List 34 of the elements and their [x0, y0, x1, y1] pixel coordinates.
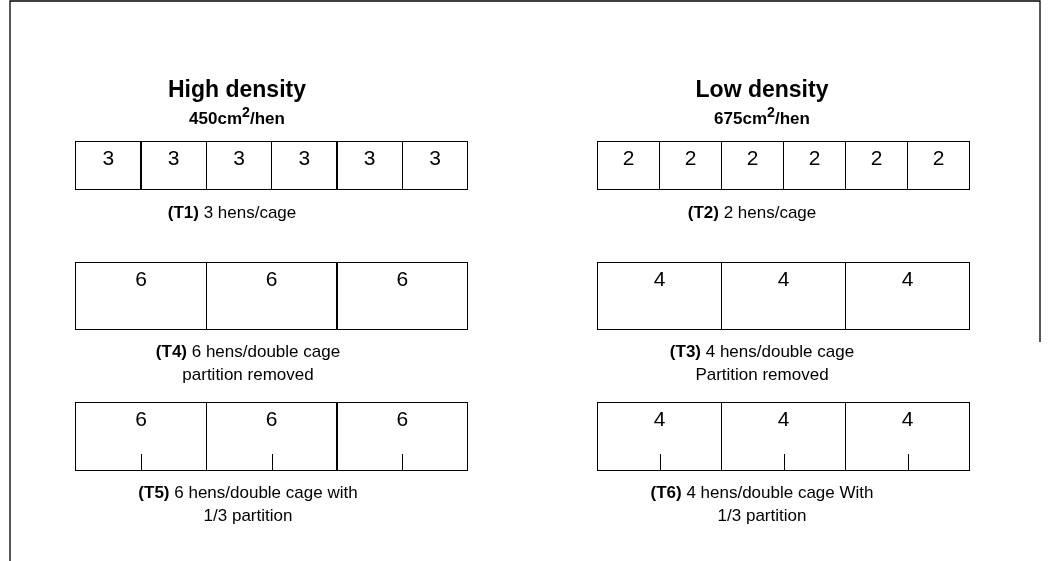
cage-compartment: 3 — [75, 141, 142, 190]
density-value: 450cm$^{2}$/hen — [188, 103, 286, 130]
treatment-caption: (T2) 2 hens/cage — [686, 202, 818, 224]
cage-compartment: 6 — [205, 262, 338, 330]
cage-compartment: 2 — [721, 141, 785, 190]
cage-compartment: 4 — [845, 402, 971, 471]
cage-compartment: 2 — [845, 141, 909, 190]
cage-compartment: 2 — [907, 141, 971, 190]
cage-compartment: 3 — [271, 141, 338, 190]
cage-compartment: 4 — [721, 262, 847, 330]
cage-compartment: 2 — [597, 141, 661, 190]
cage-compartment: 2 — [659, 141, 723, 190]
treatment-caption: (T3) 4 hens/double cage Partition removed — [668, 341, 856, 386]
cage-compartment: 2 — [783, 141, 847, 190]
treatment-caption: (T5) 6 hens/double cage with 1/3 partition — [137, 482, 359, 527]
density-value: 675cm$^{2}$/hen — [713, 103, 811, 130]
cage-compartment: 4 — [597, 262, 723, 330]
cage-compartment: 3 — [401, 141, 469, 190]
column-heading: Low density — [694, 75, 830, 104]
cage-compartment: 4 — [597, 402, 723, 471]
cage-compartment: 4 — [845, 262, 971, 330]
treatment-caption: (T4) 6 hens/double cage partition removed — [154, 341, 342, 386]
cage-compartment: 3 — [205, 141, 273, 190]
cage-compartment: 3 — [336, 141, 403, 190]
cage-compartment: 4 — [721, 402, 847, 471]
column-heading: High density — [167, 75, 307, 104]
treatment-caption: (T1) 3 hens/cage — [166, 202, 298, 224]
cage-compartment: 6 — [205, 402, 338, 471]
cage-compartment: 6 — [75, 402, 207, 471]
cage-compartment: 6 — [336, 262, 469, 330]
cage-compartment: 3 — [140, 141, 207, 190]
cage-compartment: 6 — [336, 402, 469, 471]
cage-compartment: 6 — [75, 262, 207, 330]
treatment-caption: (T6) 4 hens/double cage With 1/3 partition — [649, 482, 875, 527]
